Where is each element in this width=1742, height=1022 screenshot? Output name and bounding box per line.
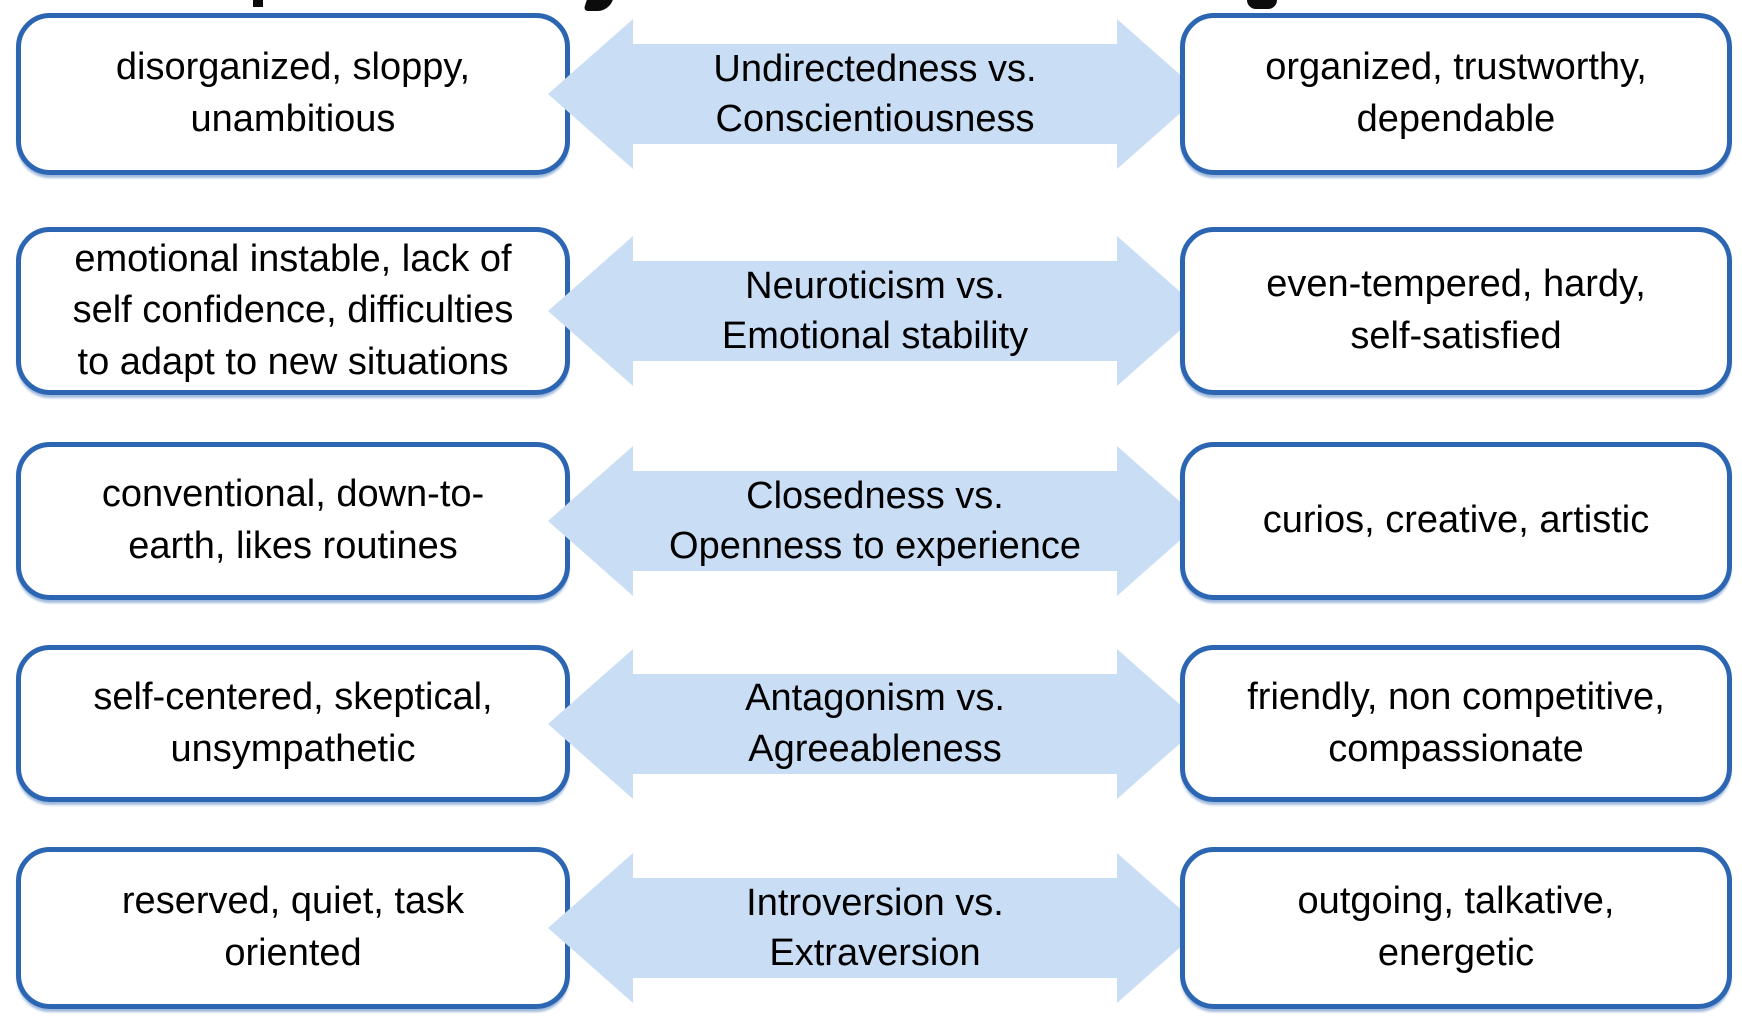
dimension-label: Neuroticism vs. Emotional stability (721, 264, 1029, 357)
dimension-row-agreeableness: self-centered, skeptical, unsympathetic … (0, 645, 1742, 802)
high-traits-box: even-tempered, hardy, self-satisfied (1180, 227, 1732, 395)
cropped-title-fragment (583, 0, 613, 11)
dimension-row-conscientiousness: disorganized, sloppy, unambitious Undire… (0, 13, 1742, 175)
cropped-title-fragment (1247, 0, 1277, 9)
high-traits-box: organized, trustworthy, dependable (1180, 13, 1732, 175)
dimension-arrow: Introversion vs. Extraversion (548, 853, 1202, 1003)
low-traits-box: conventional, down-to- earth, likes rout… (16, 442, 570, 600)
dimension-arrow: Neuroticism vs. Emotional stability (548, 236, 1202, 386)
low-traits-text: self-centered, skeptical, unsympathetic (93, 675, 493, 770)
low-traits-text: reserved, quiet, task oriented (121, 880, 465, 974)
high-traits-text: friendly, non competitive, compassionate (1247, 675, 1665, 770)
double-arrow-icon (548, 236, 1202, 386)
double-arrow-icon (548, 446, 1202, 596)
low-traits-text: conventional, down-to- earth, likes rout… (101, 473, 485, 567)
high-traits-box: outgoing, talkative, energetic (1180, 847, 1732, 1009)
dimension-label: Introversion vs. Extraversion (746, 881, 1004, 974)
low-traits-box: emotional instable, lack of self confide… (16, 227, 570, 395)
double-arrow-icon (548, 853, 1202, 1003)
high-traits-text: organized, trustworthy, dependable (1265, 46, 1647, 140)
high-traits-text: curios, creative, artistic (1262, 499, 1650, 542)
dimension-row-emotional-stability: emotional instable, lack of self confide… (0, 227, 1742, 395)
dimension-row-openness: conventional, down-to- earth, likes rout… (0, 442, 1742, 600)
dimension-label: Undirectedness vs. Conscientiousness (713, 47, 1037, 140)
low-traits-box: disorganized, sloppy, unambitious (16, 13, 570, 175)
dimension-arrow: Antagonism vs. Agreeableness (548, 648, 1202, 799)
cropped-title-fragment (253, 0, 263, 7)
high-traits-box: curios, creative, artistic (1180, 442, 1732, 600)
dimension-arrow: Closedness vs. Openness to experience (548, 446, 1202, 596)
low-traits-text: emotional instable, lack of self confide… (72, 237, 514, 383)
high-traits-text: outgoing, talkative, energetic (1297, 880, 1615, 974)
dimension-label: Antagonism vs. Agreeableness (745, 677, 1005, 770)
low-traits-text: disorganized, sloppy, unambitious (115, 46, 471, 140)
low-traits-box: self-centered, skeptical, unsympathetic (16, 645, 570, 802)
high-traits-box: friendly, non competitive, compassionate (1180, 645, 1732, 802)
dimension-row-extraversion: reserved, quiet, task oriented Introvers… (0, 847, 1742, 1009)
dimension-label: Closedness vs. Openness to experience (669, 474, 1081, 567)
dimension-arrow: Undirectedness vs. Conscientiousness (548, 19, 1202, 169)
high-traits-text: even-tempered, hardy, self-satisfied (1266, 263, 1646, 357)
low-traits-box: reserved, quiet, task oriented (16, 847, 570, 1009)
double-arrow-icon (548, 19, 1202, 169)
double-arrow-icon (548, 648, 1202, 799)
